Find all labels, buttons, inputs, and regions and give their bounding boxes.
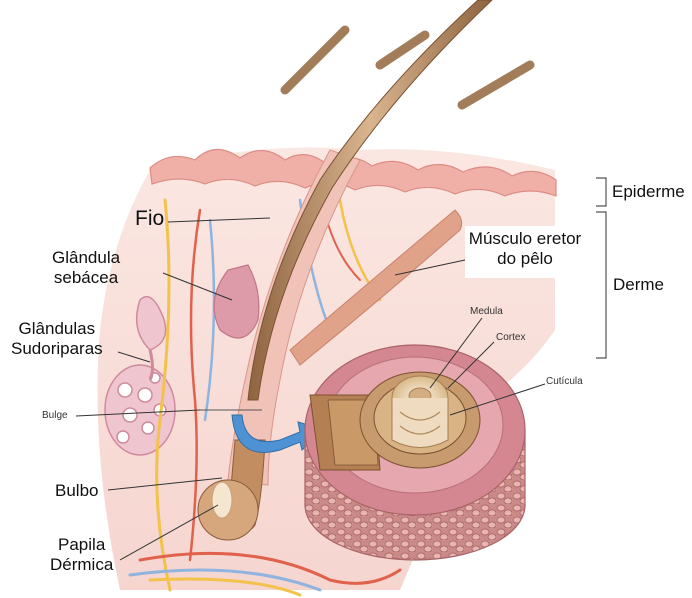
label-cortex: Cortex bbox=[496, 332, 525, 344]
label-glandula-sebacea: Glândula sebácea bbox=[52, 248, 120, 289]
label-glandulas-sudoriparas: Glândulas Sudoriparas bbox=[11, 319, 103, 360]
label-bulge: Bulge bbox=[42, 410, 68, 422]
epiderme-bracket bbox=[596, 178, 606, 206]
label-papila-dermica-line1: Papila bbox=[50, 535, 113, 555]
derme-bracket bbox=[596, 212, 606, 358]
surface-hair-1 bbox=[285, 30, 345, 90]
label-derme: Derme bbox=[613, 275, 664, 295]
label-musculo-eretor-line2: do pêlo bbox=[466, 249, 584, 269]
label-glandula-sebacea-line1: Glândula bbox=[52, 248, 120, 268]
label-glandulas-sudoriparas-line1: Glândulas bbox=[11, 319, 103, 339]
label-medula: Medula bbox=[470, 306, 503, 318]
label-papila-dermica-line2: Dérmica bbox=[50, 555, 113, 575]
label-glandula-sebacea-line2: sebácea bbox=[52, 268, 120, 288]
label-glandulas-sudoriparas-line2: Sudoriparas bbox=[11, 339, 103, 359]
label-cuticula: Cutícula bbox=[546, 376, 583, 388]
label-bulbo: Bulbo bbox=[55, 481, 98, 501]
label-fio: Fio bbox=[135, 206, 164, 231]
label-epiderme: Epiderme bbox=[612, 182, 685, 202]
label-musculo-eretor: Músculo eretor do pêlo bbox=[466, 229, 584, 270]
label-papila-dermica: Papila Dérmica bbox=[50, 535, 113, 576]
hair-cross-section bbox=[305, 345, 525, 560]
dermal-papilla bbox=[212, 482, 232, 518]
label-musculo-eretor-line1: Músculo eretor bbox=[466, 229, 584, 249]
surface-hair-3 bbox=[462, 65, 530, 105]
